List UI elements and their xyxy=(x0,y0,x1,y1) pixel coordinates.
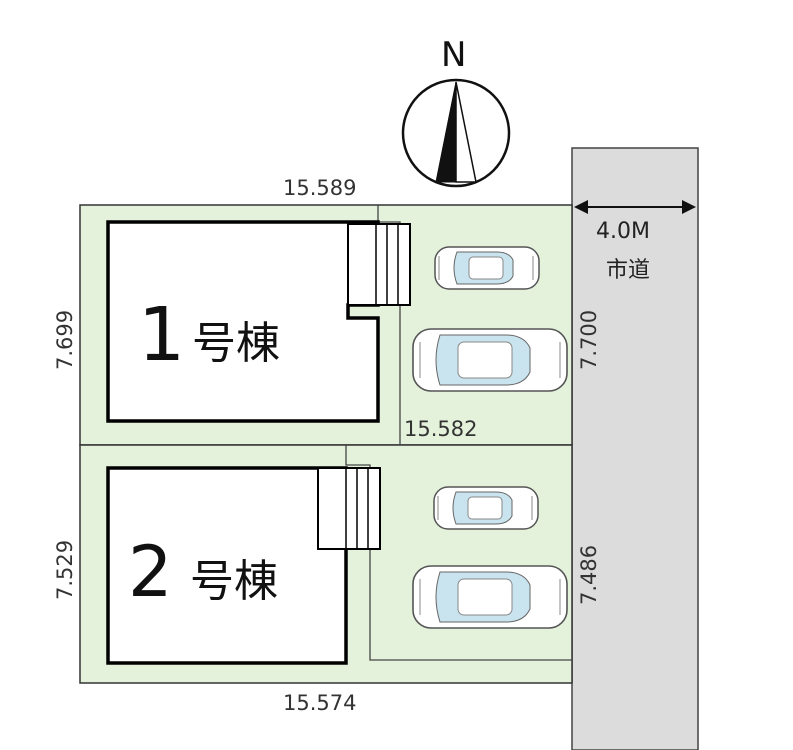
dimension-lot2-right-depth: 7.486 xyxy=(577,545,601,605)
building-2-number: 2 xyxy=(128,531,173,613)
building-2-stairs-icon xyxy=(317,467,381,550)
car-icon xyxy=(412,328,568,392)
car-icon xyxy=(412,565,568,629)
building-2-label: 号棟 xyxy=(190,556,278,607)
dimension-bottom-width: 15.574 xyxy=(283,691,356,715)
parking-area-1-border xyxy=(377,205,401,445)
dimension-top-width: 15.589 xyxy=(283,176,356,200)
building-2-outline xyxy=(106,466,348,665)
dimension-lot1-right-depth: 7.700 xyxy=(577,310,601,370)
dimension-lot2-left-depth: 7.529 xyxy=(53,540,77,600)
road-strip xyxy=(571,147,699,750)
parking-area-2-border xyxy=(345,445,572,661)
north-arrow-icon xyxy=(401,78,511,188)
car-icon xyxy=(433,486,539,530)
car-icon xyxy=(434,246,540,290)
north-label: N xyxy=(441,35,466,75)
road-name-label: 市道 xyxy=(606,258,650,283)
dimension-lot1-left-depth: 7.699 xyxy=(53,310,77,370)
road-width-label: 4.0M xyxy=(596,219,650,244)
road-width-arrow xyxy=(574,200,696,214)
dimension-middle-width: 15.582 xyxy=(404,417,477,441)
building-1-label: 号棟 xyxy=(192,318,280,369)
building-1-stairs-icon xyxy=(347,223,411,306)
building-1-number: 1 xyxy=(138,292,185,378)
